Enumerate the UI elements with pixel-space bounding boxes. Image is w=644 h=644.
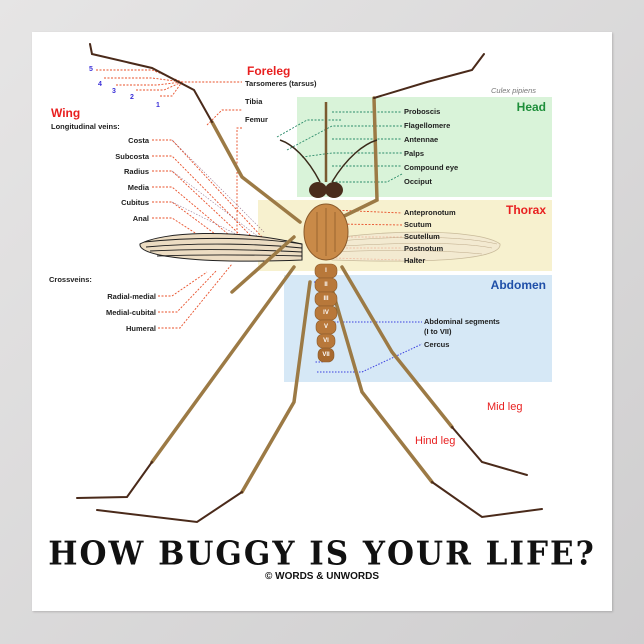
poster-title: HOW BUGGY IS YOUR LIFE? [48,535,596,573]
tarsomere-number: 2 [130,94,134,101]
crossvein-label: Radial-medial [107,292,156,301]
mid-leg-label: Mid leg [487,401,523,413]
tarsomere-number: 1 [156,102,160,109]
vein-label: Subcosta [115,152,149,161]
crossvein-label: Medial-cubital [105,308,156,317]
tarsomere-number: 3 [112,88,116,95]
foreleg-part: Tarsomeres (tarsus) [245,79,317,88]
thorax-part: Postnotum [404,244,444,253]
species-name: Culex pipiens [491,86,537,95]
thorax-part: Scutellum [404,232,440,241]
vein-label: Anal [132,214,149,223]
abdomen-part: Cercus [424,340,450,349]
vein-label: Radius [123,167,149,176]
left-wing [139,232,303,262]
thorax-part: Antepronotum [404,208,456,217]
vein-label: Cubitus [121,198,149,207]
foreleg-part: Femur [245,115,268,124]
abdomen-body [314,263,338,363]
head-part: Compound eye [404,163,459,172]
abdomen-part: Abdominal segments [424,317,500,326]
crossveins-heading: Crossveins: [49,275,92,284]
hind-leg-label: Hind leg [415,435,456,447]
thorax-part: Scutum [404,220,432,229]
foreleg-part: Tibia [245,97,263,106]
segment-label: II [324,282,328,288]
wing-title: Wing [51,106,81,120]
head-leaders [276,111,403,183]
abdomen-part: (I to VII) [424,327,452,336]
vein-label: Costa [128,136,149,145]
thorax-label: Thorax [505,203,546,217]
tarsomere-number: 5 [89,66,93,73]
abdomen-label: Abdomen [490,278,546,292]
head-region: Head [297,97,552,197]
foreleg-title: Foreleg [247,64,291,78]
tarsomere-number: 4 [98,81,102,88]
head-part: Palps [404,149,425,158]
segment-label: III [323,296,329,302]
mosquito-illustration [76,43,543,524]
crossvein-label: Humeral [125,324,156,333]
head-label: Head [516,100,546,114]
poster-credit: © WORDS & UNWORDS [264,571,380,582]
legs [150,96,454,494]
segment-label: IV [323,310,329,316]
head-part: Proboscis [404,107,441,116]
segment-label: V [323,324,328,330]
segment-label: VII [322,352,330,358]
poster: Head Thorax Abdomen [32,32,612,611]
head-part: Occiput [404,177,432,186]
right-wing [321,231,501,262]
thorax-part: Halter [404,256,426,265]
head-part: Antennae [404,135,439,144]
vein-label: Media [127,183,149,192]
segment-label: VI [323,338,329,344]
segment-label: I [325,268,327,274]
head-part: Flagellomere [404,121,451,130]
longitudinal-veins-heading: Longitudinal veins: [51,122,120,131]
